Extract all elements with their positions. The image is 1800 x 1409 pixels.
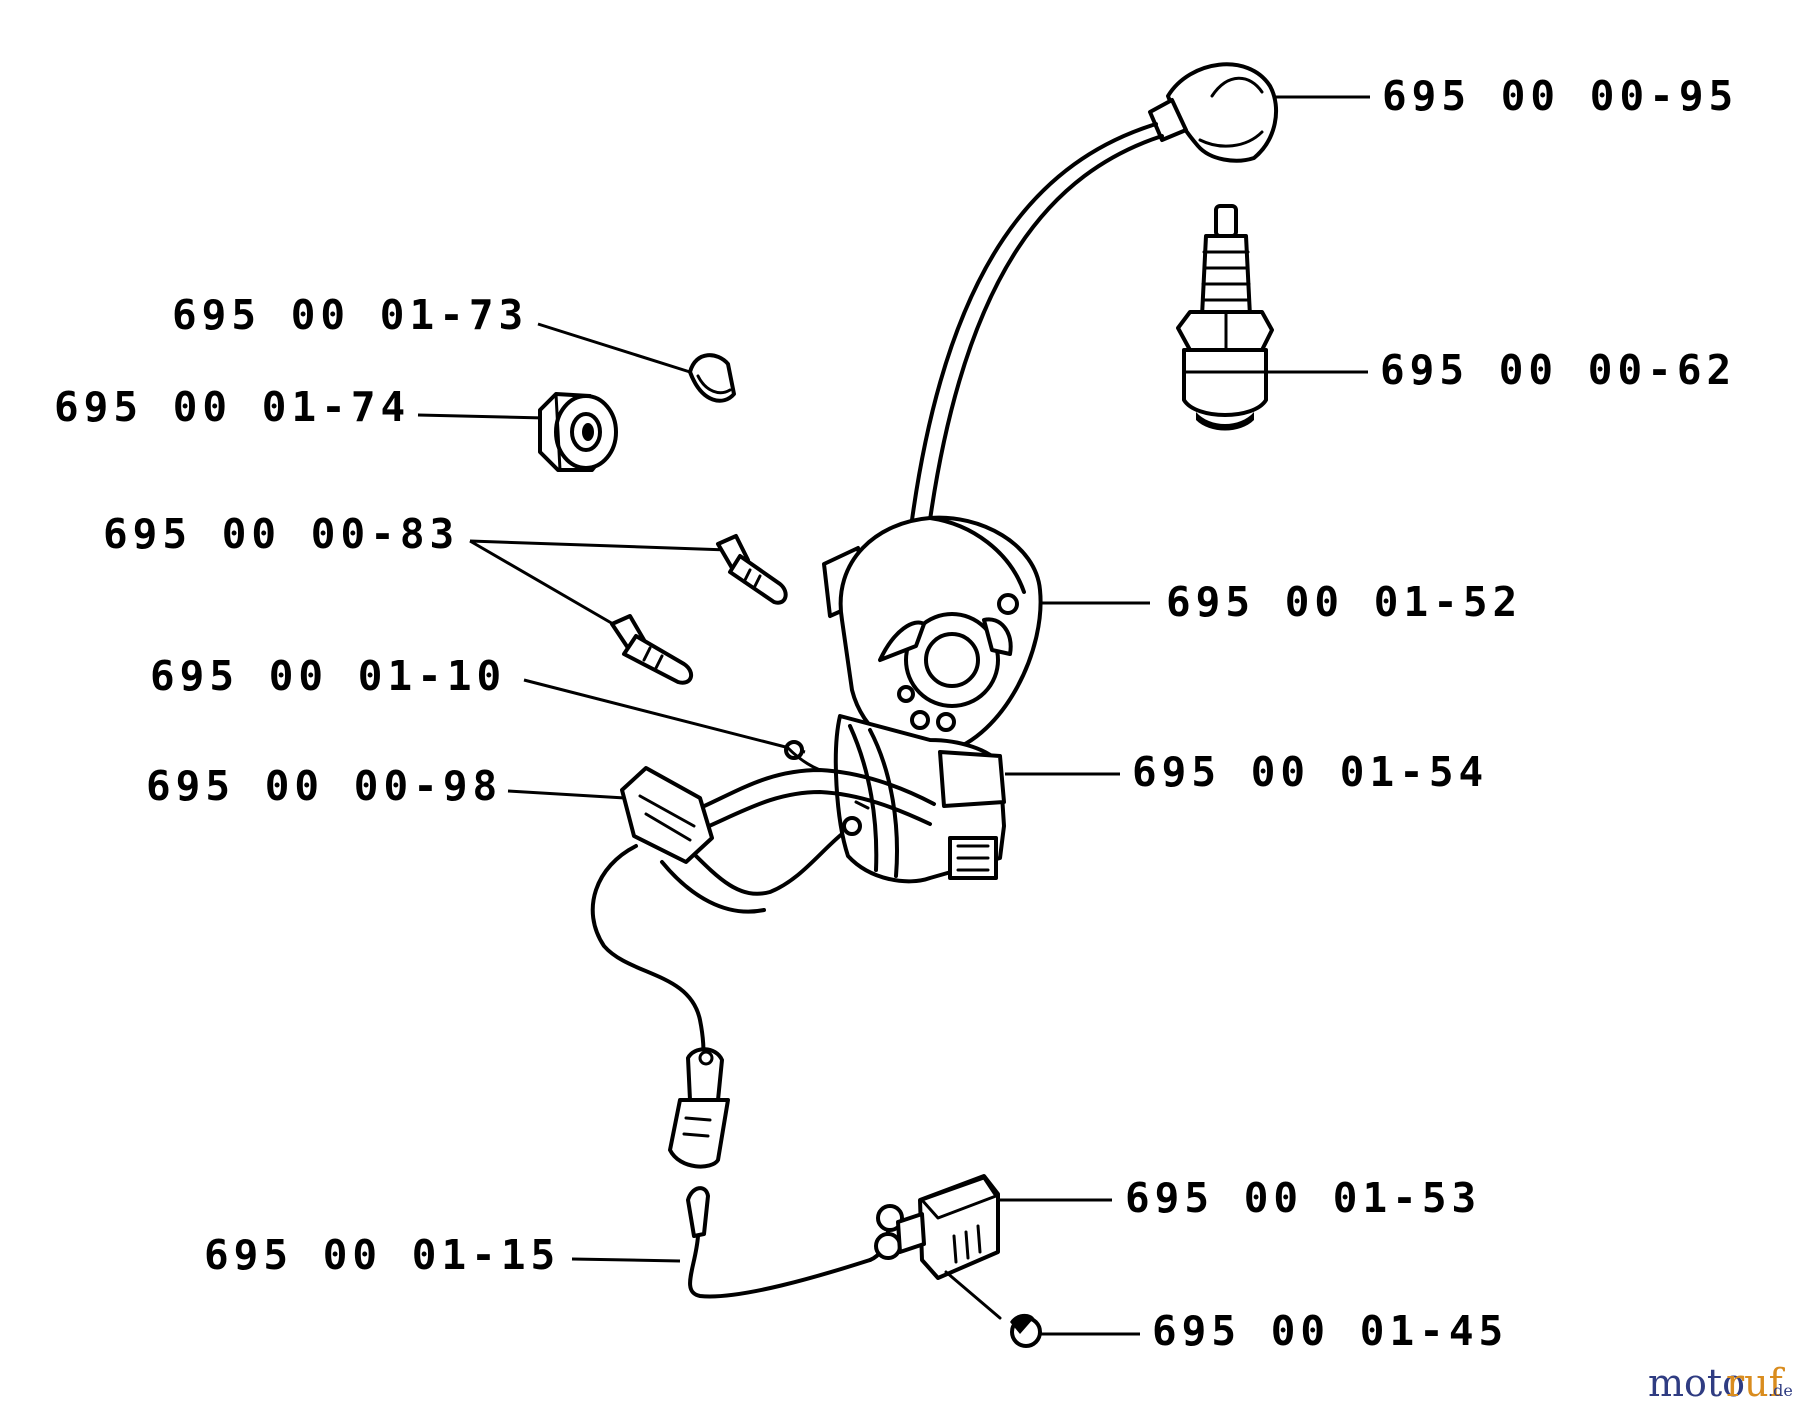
grommet-icon	[620, 766, 714, 864]
ignition-module-icon	[822, 515, 1043, 757]
woodruff-key-icon	[688, 353, 736, 403]
watermark-brand-b: ruf	[1726, 1361, 1786, 1405]
spark-plug-icon	[1176, 204, 1274, 431]
ignition-cable-icon	[910, 122, 1164, 522]
label-695-00-00-98: 695 00 00-98	[146, 762, 502, 810]
label-695-00-01-74: 695 00 01-74	[54, 383, 410, 431]
stop-switch-icon	[874, 1174, 1000, 1280]
watermark-brand-a: moto	[1648, 1361, 1745, 1405]
label-695-00-01-10: 695 00 01-10	[150, 652, 506, 700]
watermark-tld: .de	[1768, 1381, 1793, 1400]
ground-wire-icon	[590, 844, 730, 1169]
wire-harness-icon	[660, 740, 936, 914]
label-695-00-00-62: 695 00 00-62	[1380, 346, 1736, 394]
label-695-00-01-45: 695 00 01-45	[1152, 1307, 1508, 1355]
label-695-00-00-95: 695 00 00-95	[1382, 72, 1738, 120]
label-695-00-01-73: 695 00 01-73	[172, 291, 528, 339]
screw-upper-icon	[716, 534, 788, 605]
label-695-00-00-83: 695 00 00-83	[103, 510, 459, 558]
watermark-logo: moto ruf .de	[1648, 1361, 1793, 1405]
wire-connector-icon	[686, 1186, 890, 1299]
small-screw-icon	[944, 1270, 1042, 1348]
spark-plug-boot-icon	[1148, 62, 1278, 163]
label-695-00-01-15: 695 00 01-15	[204, 1231, 560, 1279]
label-695-00-01-54: 695 00 01-54	[1132, 748, 1488, 796]
leader-lines	[417, 95, 1370, 1336]
label-695-00-01-53: 695 00 01-53	[1125, 1174, 1481, 1222]
label-695-00-01-52: 695 00 01-52	[1166, 578, 1522, 626]
flange-nut-icon	[538, 392, 618, 472]
screw-lower-icon	[610, 614, 694, 685]
